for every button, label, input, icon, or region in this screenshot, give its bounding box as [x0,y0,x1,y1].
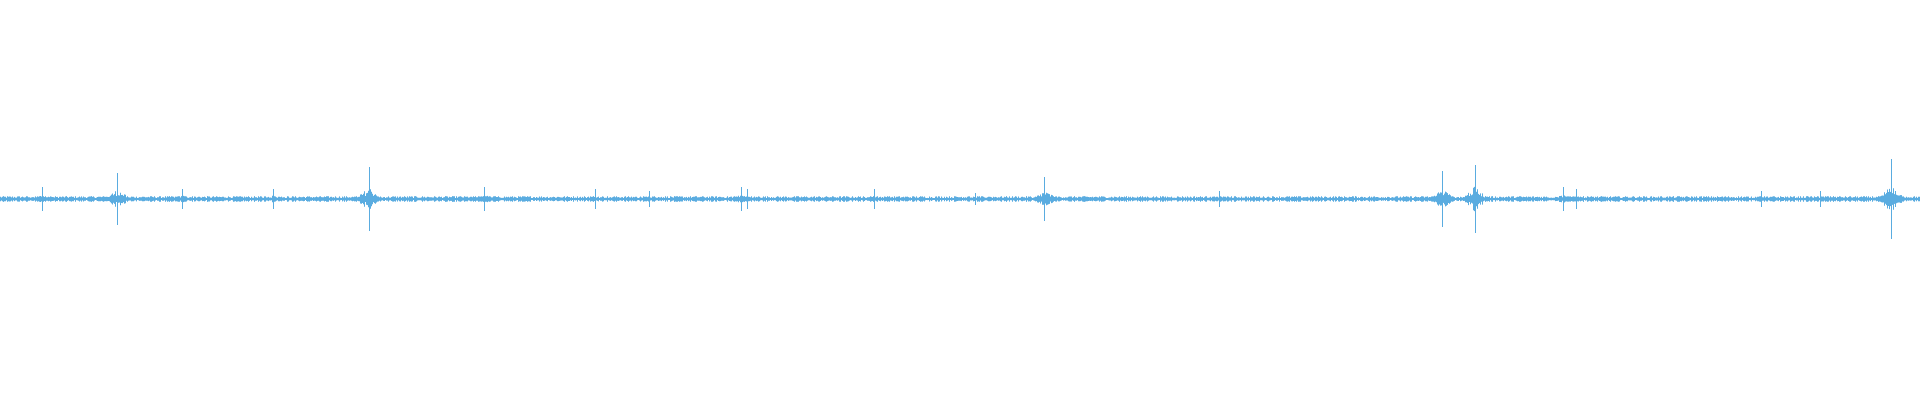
waveform-background-trace [0,186,1920,212]
waveform-peaks [42,159,1892,239]
